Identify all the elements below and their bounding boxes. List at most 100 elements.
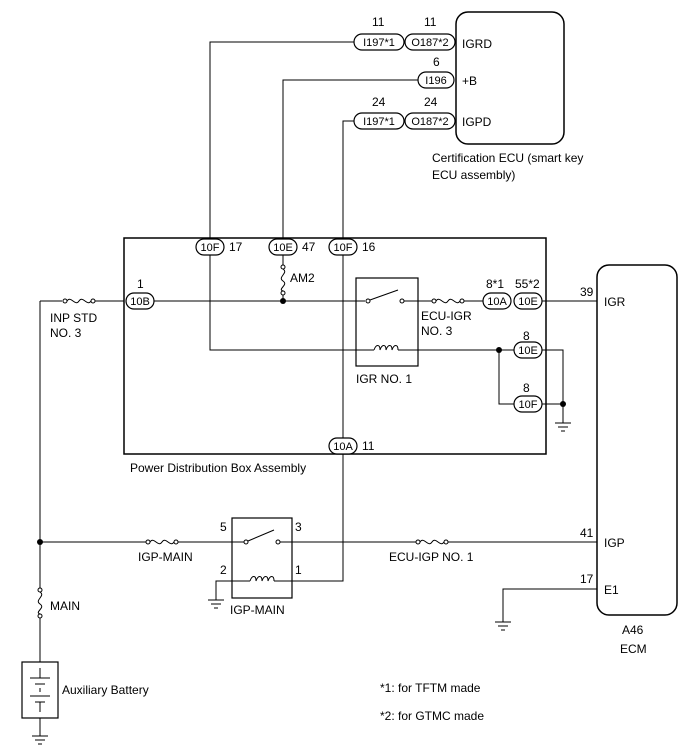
inp-std-fuse-icon [66,298,92,304]
ecu-name-line1: Certification ECU (smart key [432,151,583,165]
connector-o187-igpd [404,112,456,130]
ecu-pin-b-label: +B [462,74,477,88]
connector-i196-label: I196 [425,75,446,87]
igp-main-fuse-term-right [173,539,179,545]
inp-std-label2: NO. 3 [50,326,82,340]
connector-gnd-10f-label: 10F [519,399,538,411]
connector-igr-10a-label: 10A [487,296,507,308]
connector-pdb-top-3-num: 16 [362,240,376,254]
wire-relay-coil-gnd [215,580,250,596]
ecu-igp-fuse-label: ECU-IGP NO. 1 [389,550,474,564]
battery-icon [30,668,50,712]
igrd-pin-num2: 11 [424,15,437,29]
relay-igr-label: IGR NO. 1 [356,372,412,386]
inp-std-fuse-term-right [90,298,96,304]
ecm-pin-num-e1: 17 [580,572,594,586]
main-fuse-icon [37,591,43,615]
connector-pdb-top-1-num: 17 [229,240,243,254]
relay-igr-contact-left [365,298,371,304]
relay-igp-pin3: 3 [295,520,302,534]
wire-plus-b [282,79,418,239]
igr-conn-1-num: 8*1 [486,277,504,291]
ecu-igr-fuse-label2: NO. 3 [421,324,453,338]
relay-igr-box [355,277,419,367]
relay-igp-contact-right [275,539,281,545]
pdb-name: Power Distribution Box Assembly [130,461,306,475]
ecm-pin-num-igr: 39 [580,285,594,299]
b-pin-num: 6 [433,55,440,69]
main-fuse-term-bottom [37,613,43,619]
ecm-id: A46 [622,623,644,637]
power-distribution-box [123,237,547,455]
ground-symbol-battery [32,735,48,745]
note-2: *2: for GTMC made [380,709,484,723]
am2-fuse-icon [280,268,286,292]
relay-igp-coil-icon [249,576,275,582]
ecm-pin-label-igr: IGR [604,295,626,309]
connector-o187-igrd-label: O187*2 [411,37,448,49]
ecu-pin-igpd-label: IGPD [462,115,492,129]
ecu-igp-fuse-icon [419,539,445,545]
relay-igp-main-label: IGP-MAIN [230,603,285,617]
igpd-pin-num2: 24 [424,95,438,109]
wire-igpd-to-relay [292,454,344,582]
relay-igp-contact-left [243,539,249,545]
relay-igr-contact-right [399,298,405,304]
wire-igpd [342,120,354,239]
wire-igrd-coil [209,255,374,351]
note-1: *1: for TFTM made [380,681,481,695]
igr-conn-2-num: 55*2 [515,277,540,291]
connector-10b-num: 1 [137,277,144,291]
connector-o187-igpd-label: O187*2 [411,116,448,128]
connector-i197-igrd-label: I197*1 [363,37,395,49]
gnd-conn-2-num: 8 [523,381,530,395]
gnd-conn-1-num: 8 [523,329,530,343]
certification-ecu-box [455,11,565,145]
igrd-pin-num1: 11 [372,15,385,29]
junction-gnd-right [560,401,566,407]
igp-main-fuse-term-left [145,539,151,545]
relay-igr-coil-icon [373,345,399,351]
main-fuse-term-top [37,587,43,593]
am2-fuse-term-bottom [280,290,286,296]
igp-main-fuse-icon [149,539,175,545]
relay-igp-pin1: 1 [295,563,302,577]
ecm-box [596,264,678,616]
connector-pdb-top-3-label: 10F [334,242,353,254]
ecu-igr-fuse-icon [435,298,461,304]
connector-pdb-bottom-num: 11 [362,439,375,453]
relay-igr-switch [369,289,399,301]
relay-igp-pin5: 5 [220,520,227,534]
ground-symbol-ecm [495,621,511,631]
igpd-pin-num1: 24 [372,95,386,109]
connector-10b-label: 10B [130,296,150,308]
ground-symbol-pdb [555,422,571,432]
connector-pdb-top-2-num: 47 [302,240,316,254]
connector-i197-igpd-label: I197*1 [363,116,395,128]
connector-o187-igrd [404,33,456,51]
ecu-igp-fuse-term-right [443,539,449,545]
wire-e1-gnd [502,588,597,622]
connector-pdb-bottom-label: 10A [333,441,353,453]
connector-pdb-top-2-label: 10E [273,242,293,254]
main-fuse-label: MAIN [50,599,80,613]
wire-gnd-right [542,349,564,423]
wire-igrd [209,41,354,239]
battery-label: Auxiliary Battery [62,683,149,697]
ecm-pin-label-igp: IGP [604,536,625,550]
ecu-igr-fuse-term-right [459,298,465,304]
am2-fuse-term-top [280,264,286,270]
connector-pdb-top-1-label: 10F [201,242,220,254]
ecu-igr-fuse-term-left [431,298,437,304]
ground-symbol-relay [208,599,224,609]
ecu-igp-fuse-term-left [415,539,421,545]
ecu-name-line2: ECU assembly) [432,168,515,182]
ecm-pin-num-igp: 41 [580,526,594,540]
junction-am2 [280,298,286,304]
relay-igp-pin2: 2 [220,563,227,577]
ecm-name: ECM [620,642,647,656]
connector-igr-10a [482,292,512,310]
connector-igr-10e-label: 10E [518,296,538,308]
ecu-igr-fuse-label1: ECU-IGR [421,309,472,323]
